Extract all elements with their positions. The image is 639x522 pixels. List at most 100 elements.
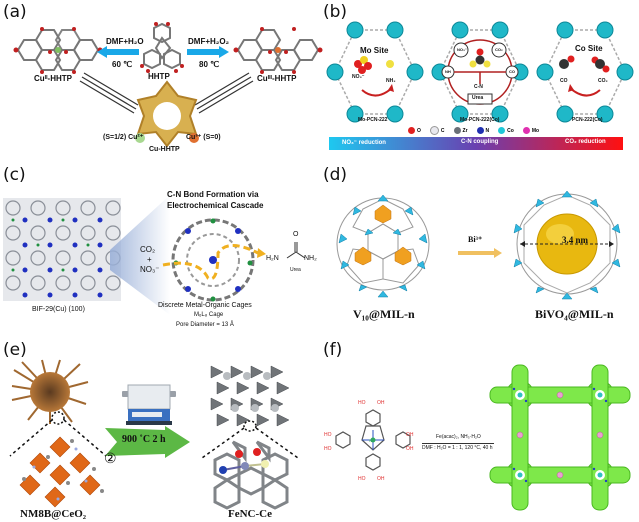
panel-a: (a) DMF+H₂O 60 ℃ HHTP DMF+H₂O₂ 80 ℃: [0, 0, 323, 190]
urea-nh2-label: NH₂: [304, 255, 317, 262]
co-site-label: Co Site: [575, 44, 603, 53]
element-legend: O C Zr N Co Mo: [408, 126, 539, 135]
cage-line3: Pore Diameter = 13 Å: [176, 322, 234, 328]
cu3-spin-label: Cu³⁺ (S=0): [186, 134, 221, 141]
right-arrow-icon: [187, 46, 229, 58]
mid-no3-label: NO₃⁻: [457, 47, 467, 52]
hhtp-label: HHTP: [148, 72, 170, 81]
ni-center-label: Ni: [369, 438, 373, 443]
right-product-label: CO: [560, 78, 568, 84]
left-reactant-label: NO₃⁻: [352, 74, 365, 80]
panel-a-label: (a): [3, 2, 27, 22]
bivo4-mil-n-cage: [513, 190, 621, 300]
mid-co2-label: CO₂: [495, 47, 503, 52]
right-connector-lines: [194, 72, 254, 114]
urea-o-label: O: [293, 231, 299, 238]
step-number-label: ②: [104, 450, 117, 466]
fe-nipc-framework: [489, 364, 631, 511]
urea-h2n-label: H₂N: [266, 255, 279, 262]
cage-line2: M₆L₈ Cage: [194, 312, 224, 318]
legend-swatch-o: [408, 127, 415, 134]
cu3-hhtp-label: Cuᴵᴵᴵ-HHTP: [257, 74, 297, 83]
left-arrow-bottom-label: 60 ℃: [112, 60, 133, 69]
bar-right-label: CO₂ reduction: [565, 139, 606, 145]
mid-cn-label: C-N: [474, 84, 483, 90]
panel-c: (c) BIF-29(Cu) (100) C-N Bond Formation …: [0, 165, 320, 340]
nm8b-ceo2-crystal: [19, 436, 104, 508]
cn-title-line1: C-N Bond Formation via: [167, 190, 259, 199]
bi3-arrow-icon: [458, 248, 502, 258]
m6l8-cage: [162, 218, 266, 302]
tube-furnace-icon: [122, 384, 176, 425]
legend-item-o: O: [408, 126, 421, 135]
bar-middle-label: C-N coupling: [461, 139, 499, 145]
right-reactant-label: CO₂: [598, 78, 608, 84]
conditions-label: DMF : H₂O = 1 : 1, 120 °C, 40 h: [422, 445, 493, 451]
cu-hhtp-framework: [135, 80, 199, 148]
v10-mil-n-cage: [336, 194, 430, 298]
reaction-gradient-bar: [329, 137, 623, 150]
reactant-no3: NO₃⁻: [140, 265, 160, 274]
panel-f-label: (f): [323, 340, 343, 360]
cu2-hhtp-label: Cuᴵᴵ-HHTP: [34, 74, 72, 83]
panel-b-label: (b): [323, 2, 348, 22]
mid-nh-label: NH: [445, 69, 451, 74]
urea-structure: [286, 242, 306, 259]
legend-swatch-n: [476, 127, 484, 134]
bif-29-lattice: [3, 198, 121, 301]
mid-co-label: CO: [509, 69, 515, 74]
nipc-oh8-structure: [335, 409, 411, 471]
panel-e: (e) NM8B@CeO₂ 900 ˚C: [0, 340, 320, 522]
reagents-label: Fe(acac)₂, NH₃·H₂O: [436, 434, 481, 440]
legend-swatch-zr: [453, 127, 461, 134]
fenc-ce-framework: [205, 362, 295, 434]
oh-bottom-right: OH: [377, 476, 385, 482]
mof-hexagon-cells: [326, 21, 634, 123]
cu2-hhtp-molecule: [13, 27, 103, 74]
pcn-222-co-label: PCN-222(Co): [572, 117, 603, 123]
nm8b-urchin-particle: [11, 359, 89, 424]
cu-hhtp-framework-label: Cu-HHTP: [149, 146, 180, 153]
oh-left-bottom: HO: [324, 446, 332, 452]
left-zoom-lines: [9, 411, 107, 457]
legend-item-co: Co: [498, 126, 514, 135]
urea-name-label: Urea: [290, 267, 301, 273]
pore-size-label: 3.4 nm: [562, 235, 589, 245]
reactant-plus: +: [147, 255, 152, 264]
fenc-ce-label: FeNC-Ce: [228, 508, 272, 520]
cn-title-line2: Electrochemical Cascade: [167, 201, 264, 210]
oh-right-top: OH: [406, 432, 414, 438]
mo-pcn-222-co-label: Mo-PCN-222(Co): [460, 117, 500, 123]
cu2-spin-label: (S=1/2) Cu²⁺: [103, 134, 144, 141]
left-connector-lines: [79, 72, 139, 114]
left-product-label: NH₃: [386, 78, 396, 84]
mo-pcn-222-label: Mo-PCN-222: [358, 117, 388, 123]
left-arrow-icon: [97, 46, 139, 58]
fenc-ce-active-site: [213, 440, 289, 510]
bivo4-mil-n-label: BiVO₄@MIL-n: [535, 307, 614, 321]
bif-29-label: BIF-29(Cu) (100): [32, 306, 85, 313]
nm8b-ceo2-label: NM8B@CeO₂: [20, 508, 87, 520]
panel-d-label: (d): [323, 165, 348, 185]
oh-top-right: OH: [377, 400, 385, 406]
bi3-arrow-label: Bi³⁺: [468, 235, 483, 244]
v10-mil-n-label: V₁₀@MIL-n: [353, 307, 415, 321]
right-zoom-lines: [201, 420, 299, 459]
left-arrow-top-label: DMF+H₂O: [106, 37, 144, 46]
legend-swatch-mo: [522, 127, 530, 134]
mo-site-label: Mo Site: [360, 46, 389, 55]
right-arrow-bottom-label: 80 ℃: [199, 60, 220, 69]
furnace-condition-label: 900 ˚C 2 h: [122, 434, 166, 445]
legend-swatch-co: [498, 127, 506, 134]
cage-line1: Discrete Metal-Organic Cages: [158, 302, 252, 309]
oh-left-top: HO: [324, 432, 332, 438]
reaction-arrow: [422, 443, 494, 444]
right-arrow-top-label: DMF+H₂O₂: [188, 37, 230, 46]
hhtp-molecule: [140, 22, 184, 73]
zoom-wedge: [110, 195, 170, 315]
oh-right-bottom: OH: [406, 446, 414, 452]
legend-item-mo: Mo: [522, 126, 539, 135]
legend-swatch-c: [429, 126, 439, 135]
oh-bottom-left: HO: [358, 476, 366, 482]
legend-item-zr: Zr: [453, 126, 468, 135]
